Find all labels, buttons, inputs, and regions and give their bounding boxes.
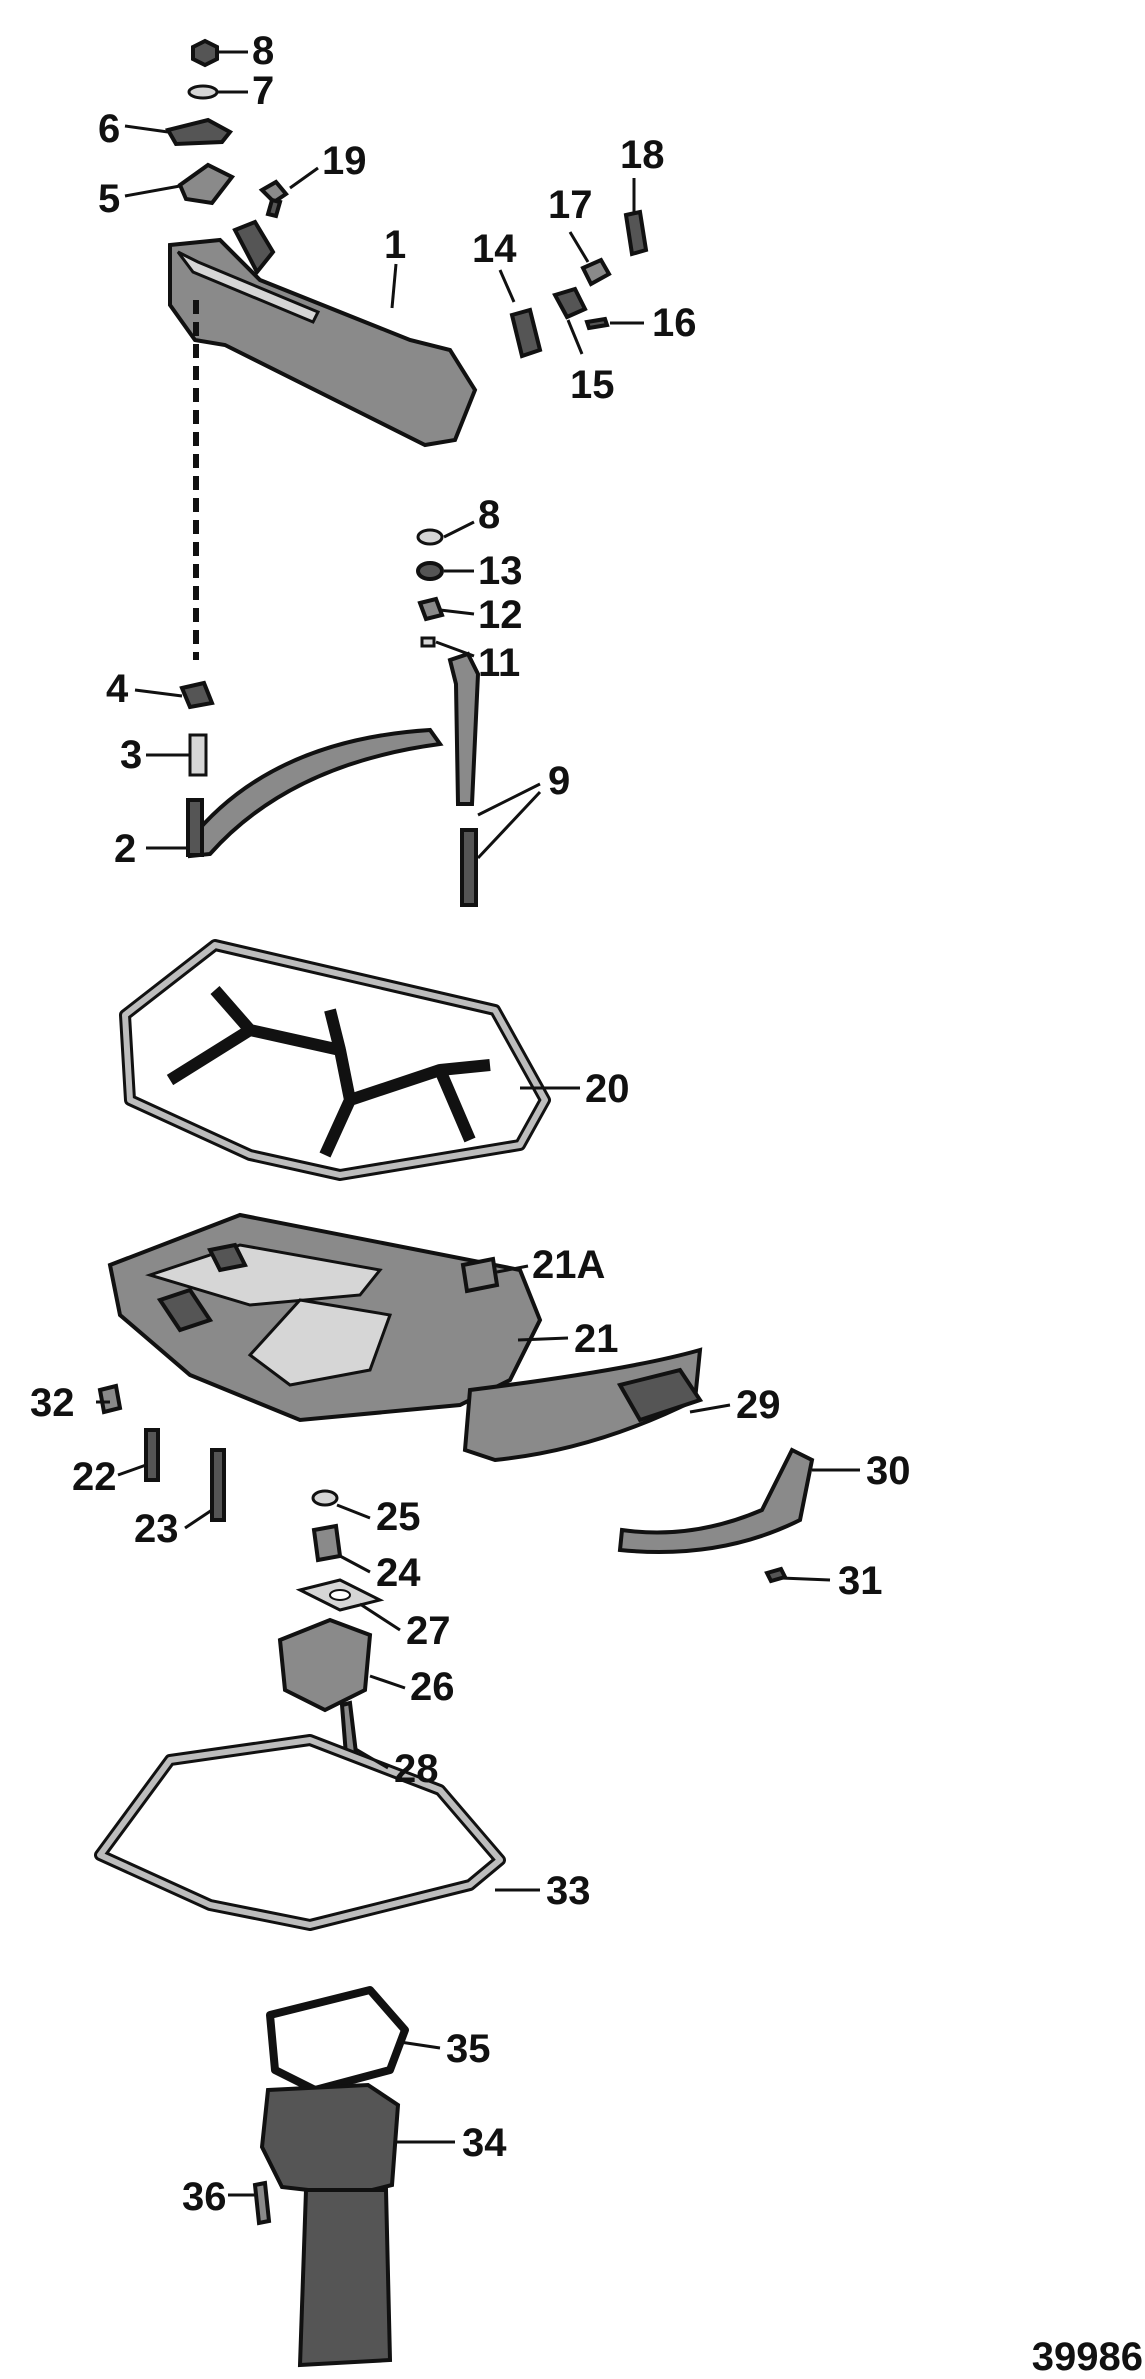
- callout-1: 1: [384, 223, 406, 267]
- part-rod-9: [447, 651, 481, 907]
- callout-15: 15: [570, 363, 615, 407]
- part-gasket-33: [94, 1734, 506, 1931]
- callout-17: 17: [548, 183, 593, 227]
- callout-11: 11: [478, 641, 520, 685]
- part-gasket-20: [119, 939, 551, 1181]
- part-gasket-35: [266, 1986, 409, 2094]
- leader-lines: [96, 50, 860, 2197]
- callout-12: 12: [478, 593, 523, 637]
- part-tube-34: [259, 2082, 401, 2368]
- part-seal-30: [617, 1447, 815, 1554]
- callout-36: 36: [182, 2175, 227, 2219]
- callout-4: 4: [106, 667, 129, 711]
- callout-labels: 8 7 6 5 19 1 18 17 14 16 15 8 13 12 11 4…: [30, 29, 911, 2219]
- callout-7: 7: [252, 69, 274, 113]
- part-bushing-24: [311, 1523, 343, 1563]
- part-plate-21: [107, 1212, 543, 1423]
- callout-21A: 21A: [532, 1243, 605, 1287]
- callout-18: 18: [620, 133, 665, 177]
- part-stud-22: [144, 1428, 160, 1482]
- callout-34: 34: [462, 2121, 507, 2165]
- callout-21: 21: [574, 1317, 619, 1361]
- part-washer-25: [311, 1489, 339, 1507]
- part-pin-11: [420, 636, 436, 648]
- callout-14: 14: [472, 227, 517, 271]
- callout-26: 26: [410, 1665, 455, 1709]
- callout-31: 31: [838, 1559, 883, 1603]
- part-pivot-15: [552, 286, 588, 320]
- callout-20: 20: [585, 1067, 630, 1111]
- callout-24: 24: [376, 1551, 421, 1595]
- part-bolt-32: [97, 1383, 123, 1415]
- callout-3: 3: [120, 733, 142, 777]
- part-stud-23: [210, 1448, 226, 1522]
- callout-8: 8: [252, 29, 274, 73]
- callout-27: 27: [406, 1609, 451, 1653]
- part-bushing-21A: [460, 1256, 500, 1294]
- callout-29: 29: [736, 1383, 781, 1427]
- callout-23: 23: [134, 1507, 179, 1551]
- part-nut-top: [191, 38, 219, 68]
- part-block-4: [179, 680, 215, 710]
- callout-2: 2: [114, 827, 136, 871]
- callout-35: 35: [446, 2027, 491, 2071]
- part-clip: [164, 117, 234, 147]
- callout-33: 33: [546, 1869, 591, 1913]
- part-bushing-12: [417, 596, 445, 622]
- part-block-14: [509, 307, 543, 359]
- part-link-17: [580, 257, 612, 287]
- part-screw-19: [258, 179, 289, 219]
- part-plate: [177, 162, 236, 206]
- callout-19: 19: [322, 139, 367, 183]
- part-washer-mid: [416, 561, 444, 581]
- part-pin-16: [584, 316, 610, 331]
- callout-22: 22: [72, 1455, 117, 1499]
- callout-5: 5: [98, 177, 120, 221]
- part-block-18: [623, 209, 649, 257]
- callout-9: 9: [548, 759, 570, 803]
- figure-id-number: 39986: [1032, 2335, 1143, 2379]
- callout-30: 30: [866, 1449, 911, 1493]
- part-link-arm-2: [186, 727, 444, 859]
- callout-6: 6: [98, 107, 120, 151]
- callout-13: 13: [478, 549, 523, 593]
- part-nut-mid: [416, 528, 444, 546]
- callout-32: 32: [30, 1381, 75, 1425]
- part-bolt-36: [252, 2180, 272, 2226]
- callout-25: 25: [376, 1495, 421, 1539]
- part-bracket-arm: [168, 219, 478, 448]
- part-spring-3: [188, 733, 208, 777]
- part-washer-top: [187, 84, 219, 100]
- part-gasket-27: [295, 1578, 385, 1612]
- callout-8b: 8: [478, 493, 500, 537]
- callout-16: 16: [652, 301, 697, 345]
- part-housing-26: [277, 1617, 373, 1713]
- part-seal-29: [462, 1347, 704, 1463]
- callout-28: 28: [394, 1747, 439, 1791]
